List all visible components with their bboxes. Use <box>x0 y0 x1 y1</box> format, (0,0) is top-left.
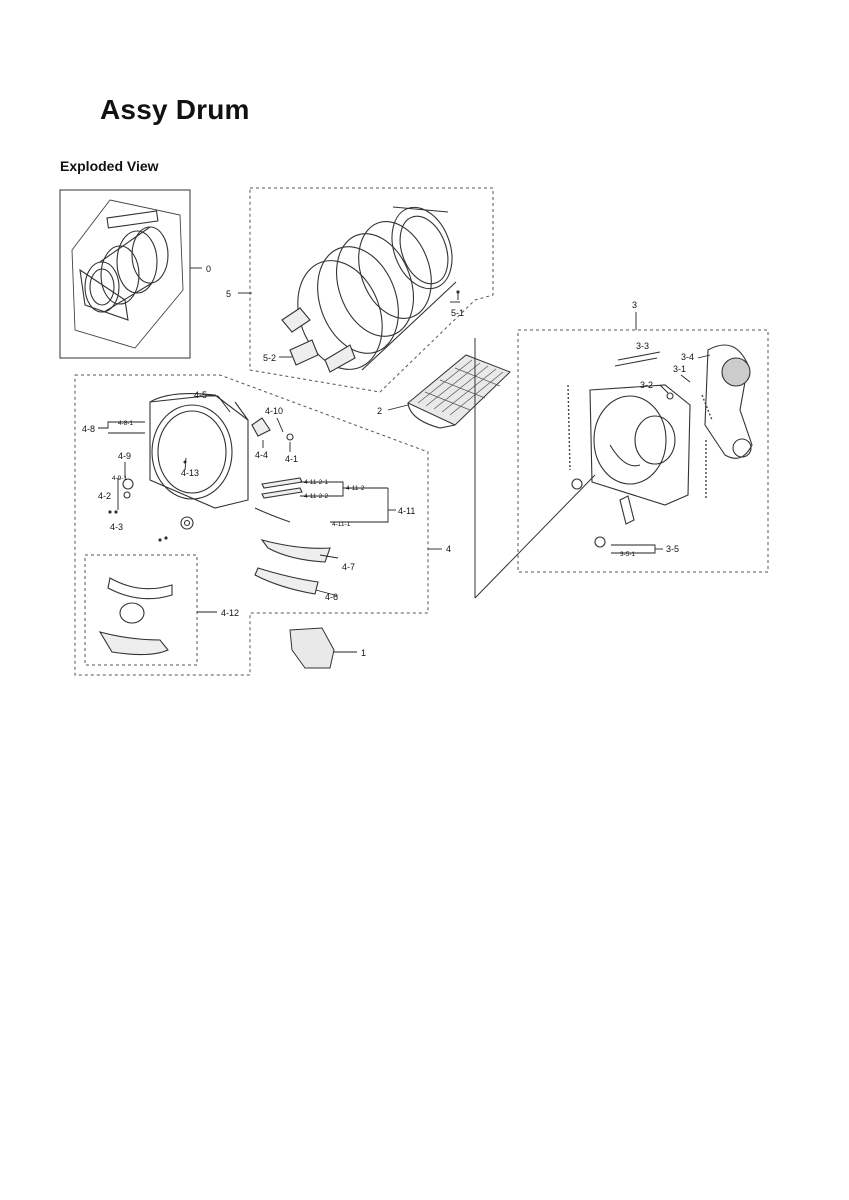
label-4-11-2-1: 4-11-2-1 <box>304 479 328 486</box>
duct-part <box>289 627 335 669</box>
label-4-13: 4-13 <box>181 468 199 478</box>
label-3: 3 <box>632 300 637 310</box>
label-2: 2 <box>377 406 382 416</box>
label-4-10: 4-10 <box>265 406 283 416</box>
label-3-5: 3-5 <box>666 544 679 554</box>
label-3-5-1: 3-5-1 <box>620 551 636 558</box>
label-4-11-2-2: 4-11-2-2 <box>304 493 328 500</box>
label-4-11-1: 4-11-1 <box>332 521 351 528</box>
leader-lines <box>98 267 711 653</box>
label-3-4: 3-4 <box>681 352 694 362</box>
label-3-1: 3-1 <box>673 364 686 374</box>
label-1: 1 <box>361 648 366 658</box>
label-4-3: 4-3 <box>110 522 123 532</box>
label-4-6: 4-6 <box>325 592 338 602</box>
label-3-2: 3-2 <box>640 380 653 390</box>
page-title: Assy Drum <box>100 94 250 125</box>
label-5: 5 <box>226 289 231 299</box>
label-4-8: 4-8 <box>82 424 95 434</box>
label-4-2: 4-2 <box>98 491 111 501</box>
label-4-9-1: 4-9-1 <box>112 475 128 482</box>
drum-group <box>249 187 494 393</box>
label-4-9: 4-9 <box>118 451 131 461</box>
label-5-2: 5-2 <box>263 353 276 363</box>
rear-group <box>474 329 769 599</box>
label-4-8-1: 4-8-1 <box>118 420 134 427</box>
label-4-5: 4-5 <box>194 390 207 400</box>
assembly-overview <box>59 189 191 359</box>
label-4-11-2: 4-11-2 <box>346 485 365 492</box>
label-4-7: 4-7 <box>342 562 355 572</box>
label-5-1: 5-1 <box>451 308 464 318</box>
front-group <box>74 374 429 676</box>
label-4-4: 4-4 <box>255 450 268 460</box>
label-4: 4 <box>446 544 451 554</box>
part-labels: 0 5 5-1 5-2 2 3 3-3 3-4 3-1 3-2 3-5 3-5-… <box>82 264 694 658</box>
label-0: 0 <box>206 264 211 274</box>
section-subtitle: Exploded View <box>60 158 159 174</box>
label-4-12: 4-12 <box>221 608 239 618</box>
label-4-1: 4-1 <box>285 454 298 464</box>
label-4-11: 4-11 <box>398 506 415 516</box>
label-3-3: 3-3 <box>636 341 649 351</box>
filter-part <box>407 354 511 429</box>
